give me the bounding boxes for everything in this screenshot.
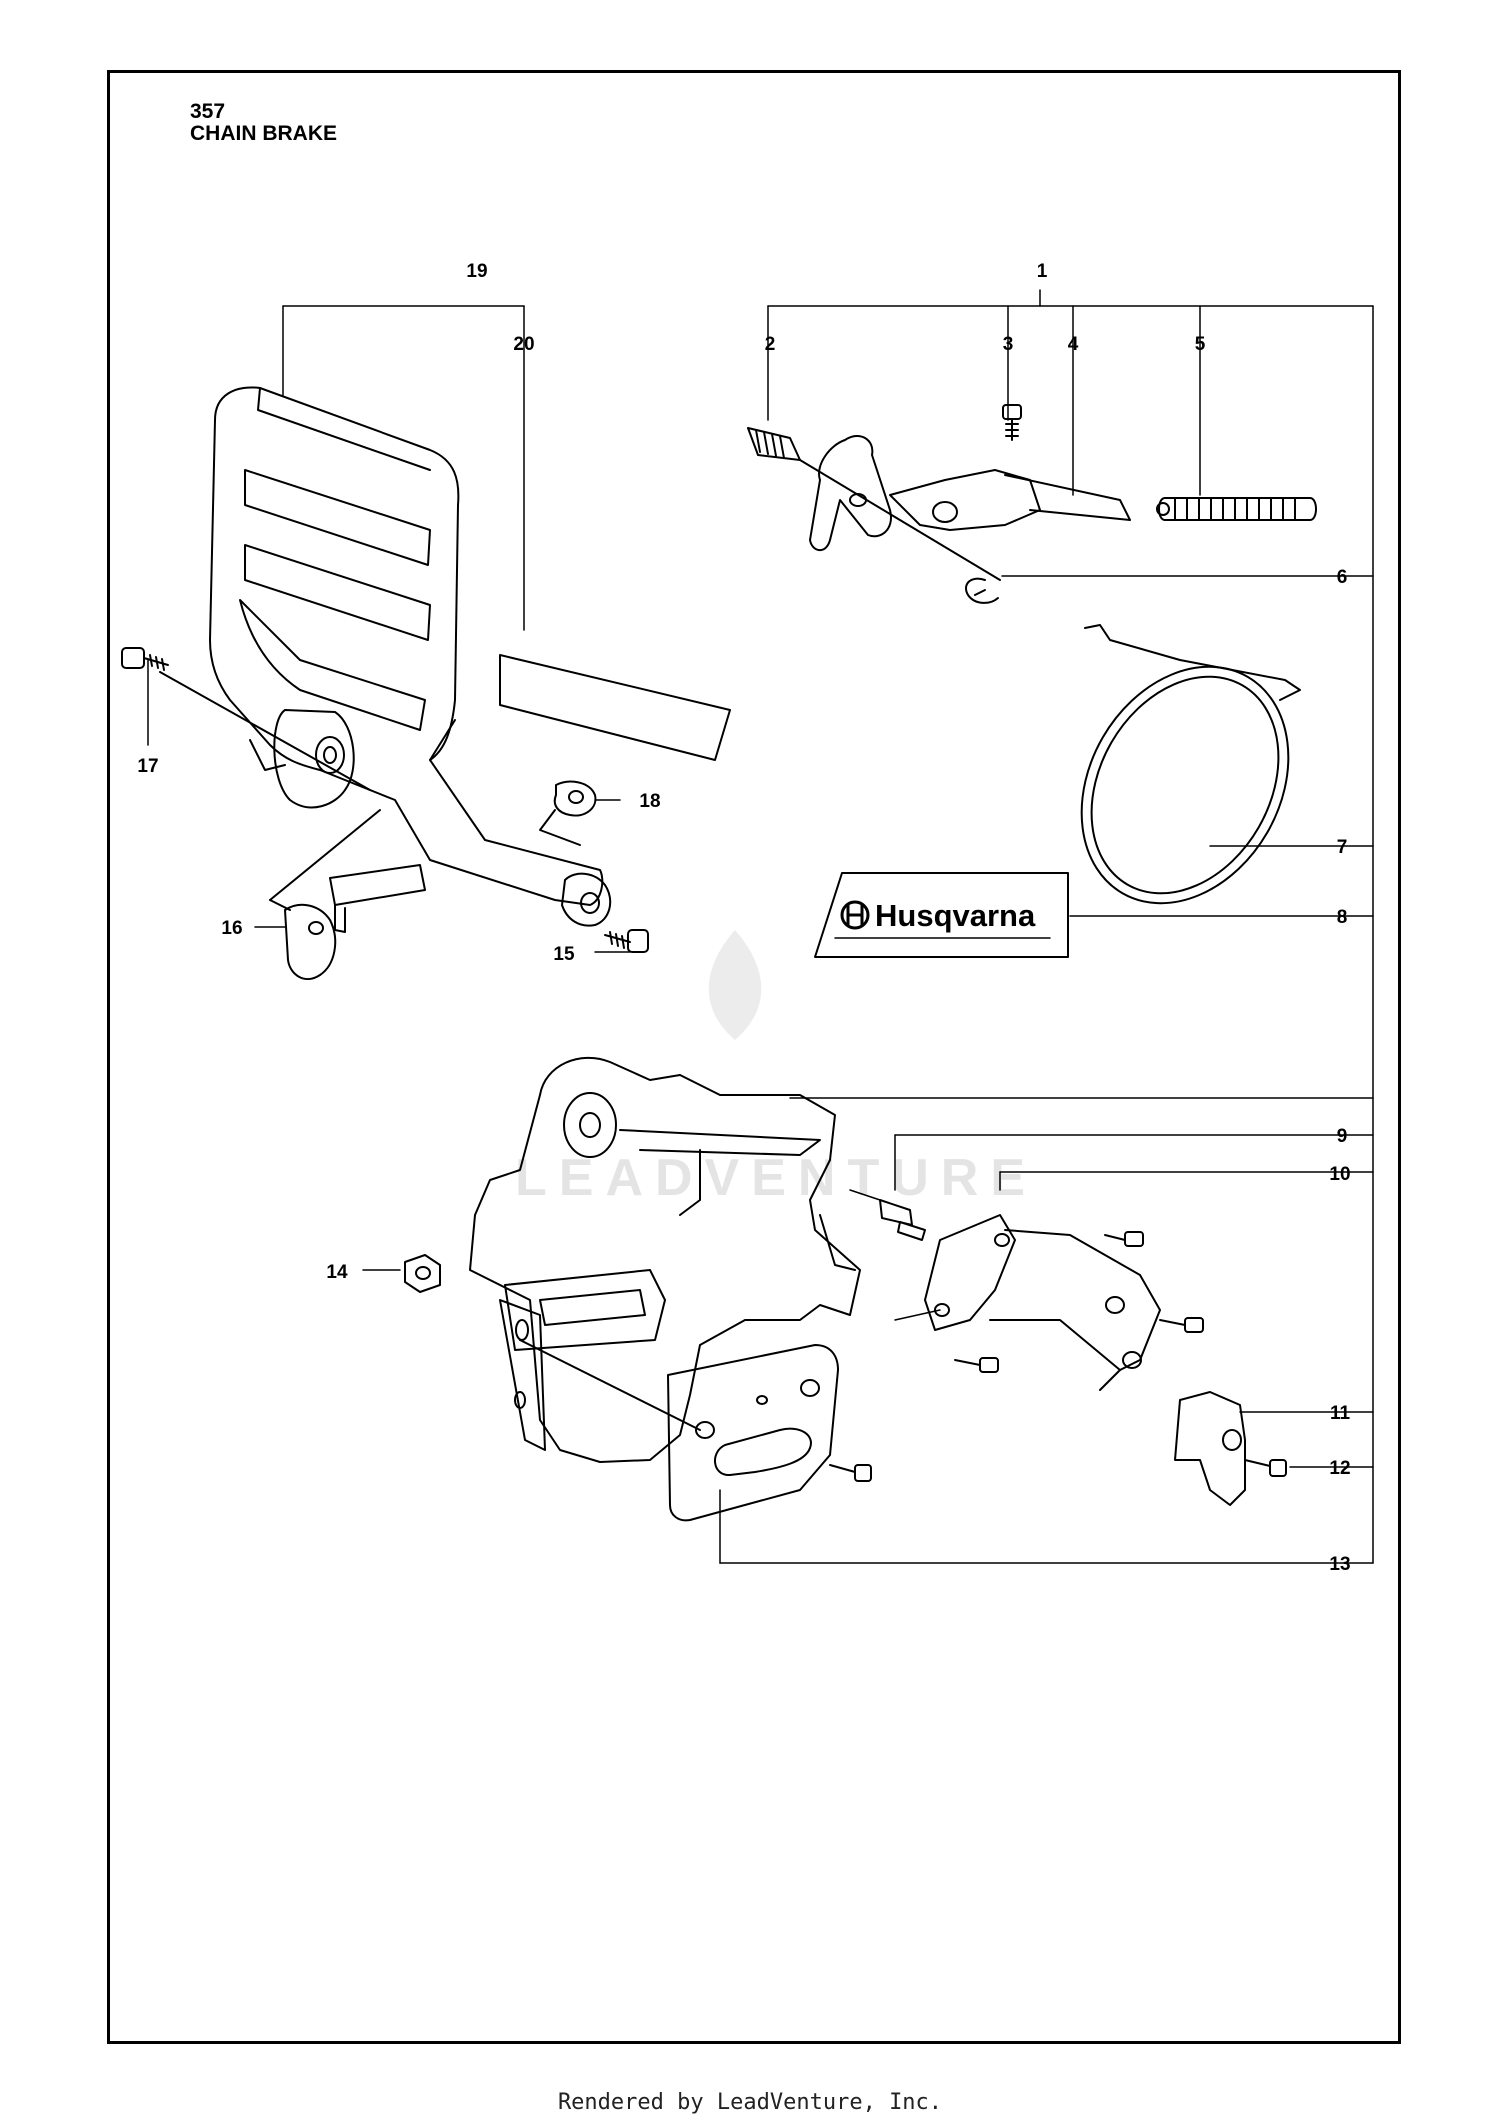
- callout-4: 4: [1068, 334, 1079, 355]
- crown-icon: [840, 900, 870, 930]
- bolt-15-part: [561, 872, 649, 953]
- callout-17: 17: [137, 756, 158, 777]
- callout-1: 1: [1037, 261, 1048, 282]
- leader-lines: [147, 289, 1374, 1564]
- callout-2: 2: [765, 334, 776, 355]
- callout-labels: 1 2 3 4 5 6 7 8 9 10 11 12 13 14 15 16 1…: [137, 261, 1350, 1575]
- brake-lever-part: [809, 435, 1131, 552]
- callout-16: 16: [221, 918, 242, 939]
- diagram-number: 357: [190, 100, 226, 123]
- diagram-title: CHAIN BRAKE: [190, 122, 337, 145]
- bolt-17-part: [121, 647, 169, 671]
- callout-19: 19: [466, 261, 487, 282]
- callout-15: 15: [553, 944, 575, 965]
- callout-8: 8: [1337, 907, 1348, 928]
- callout-3: 3: [1003, 334, 1014, 355]
- diagram-frame: [107, 70, 1401, 2044]
- callout-14: 14: [326, 1262, 348, 1283]
- nut-14-part: [404, 1254, 441, 1293]
- callout-20: 20: [513, 334, 534, 355]
- watermark-flame-icon: [708, 930, 762, 1040]
- callout-18: 18: [639, 791, 660, 812]
- screw-12-part: [1244, 1459, 1287, 1477]
- screw-3-part: [1002, 404, 1022, 441]
- sleeve-2-part: [747, 427, 1001, 581]
- callout-13: 13: [1329, 1554, 1350, 1575]
- decal-8-part: [814, 872, 1069, 958]
- spring-5-part: [1156, 497, 1317, 521]
- bracket-16-part: [269, 809, 426, 980]
- callout-11: 11: [1330, 1403, 1351, 1424]
- chain-guide-10-part: [894, 1214, 1161, 1391]
- callout-6: 6: [1337, 567, 1348, 588]
- footer-credit: Rendered by LeadVenture, Inc.: [557, 2090, 943, 2115]
- callout-7: 7: [1337, 837, 1348, 858]
- washer-18-part: [539, 780, 597, 846]
- watermark-text: LEADVENTURE: [515, 1149, 1037, 1207]
- callout-12: 12: [1329, 1458, 1350, 1479]
- brake-band-part: [1080, 624, 1301, 905]
- callout-10: 10: [1329, 1164, 1350, 1185]
- clutch-cover-part: [469, 1056, 861, 1463]
- callout-9: 9: [1337, 1126, 1348, 1147]
- husqvarna-logo: Husqvarna: [840, 898, 1036, 933]
- chain-catcher-part: [1174, 1391, 1246, 1506]
- brand-label: Husqvarna: [875, 898, 1036, 933]
- hand-guard-part: [209, 386, 604, 906]
- watermark: LEADVENTURE: [515, 930, 1037, 1207]
- clip-6-part: [965, 577, 999, 604]
- pivot-bushing-part: [159, 671, 371, 809]
- callout-5: 5: [1195, 334, 1206, 355]
- decal-sheet-part: [499, 654, 731, 761]
- pin-9-part: [849, 1189, 926, 1241]
- cover-plate-13-part: [667, 1344, 872, 1522]
- guide-screws-part: [954, 1231, 1204, 1373]
